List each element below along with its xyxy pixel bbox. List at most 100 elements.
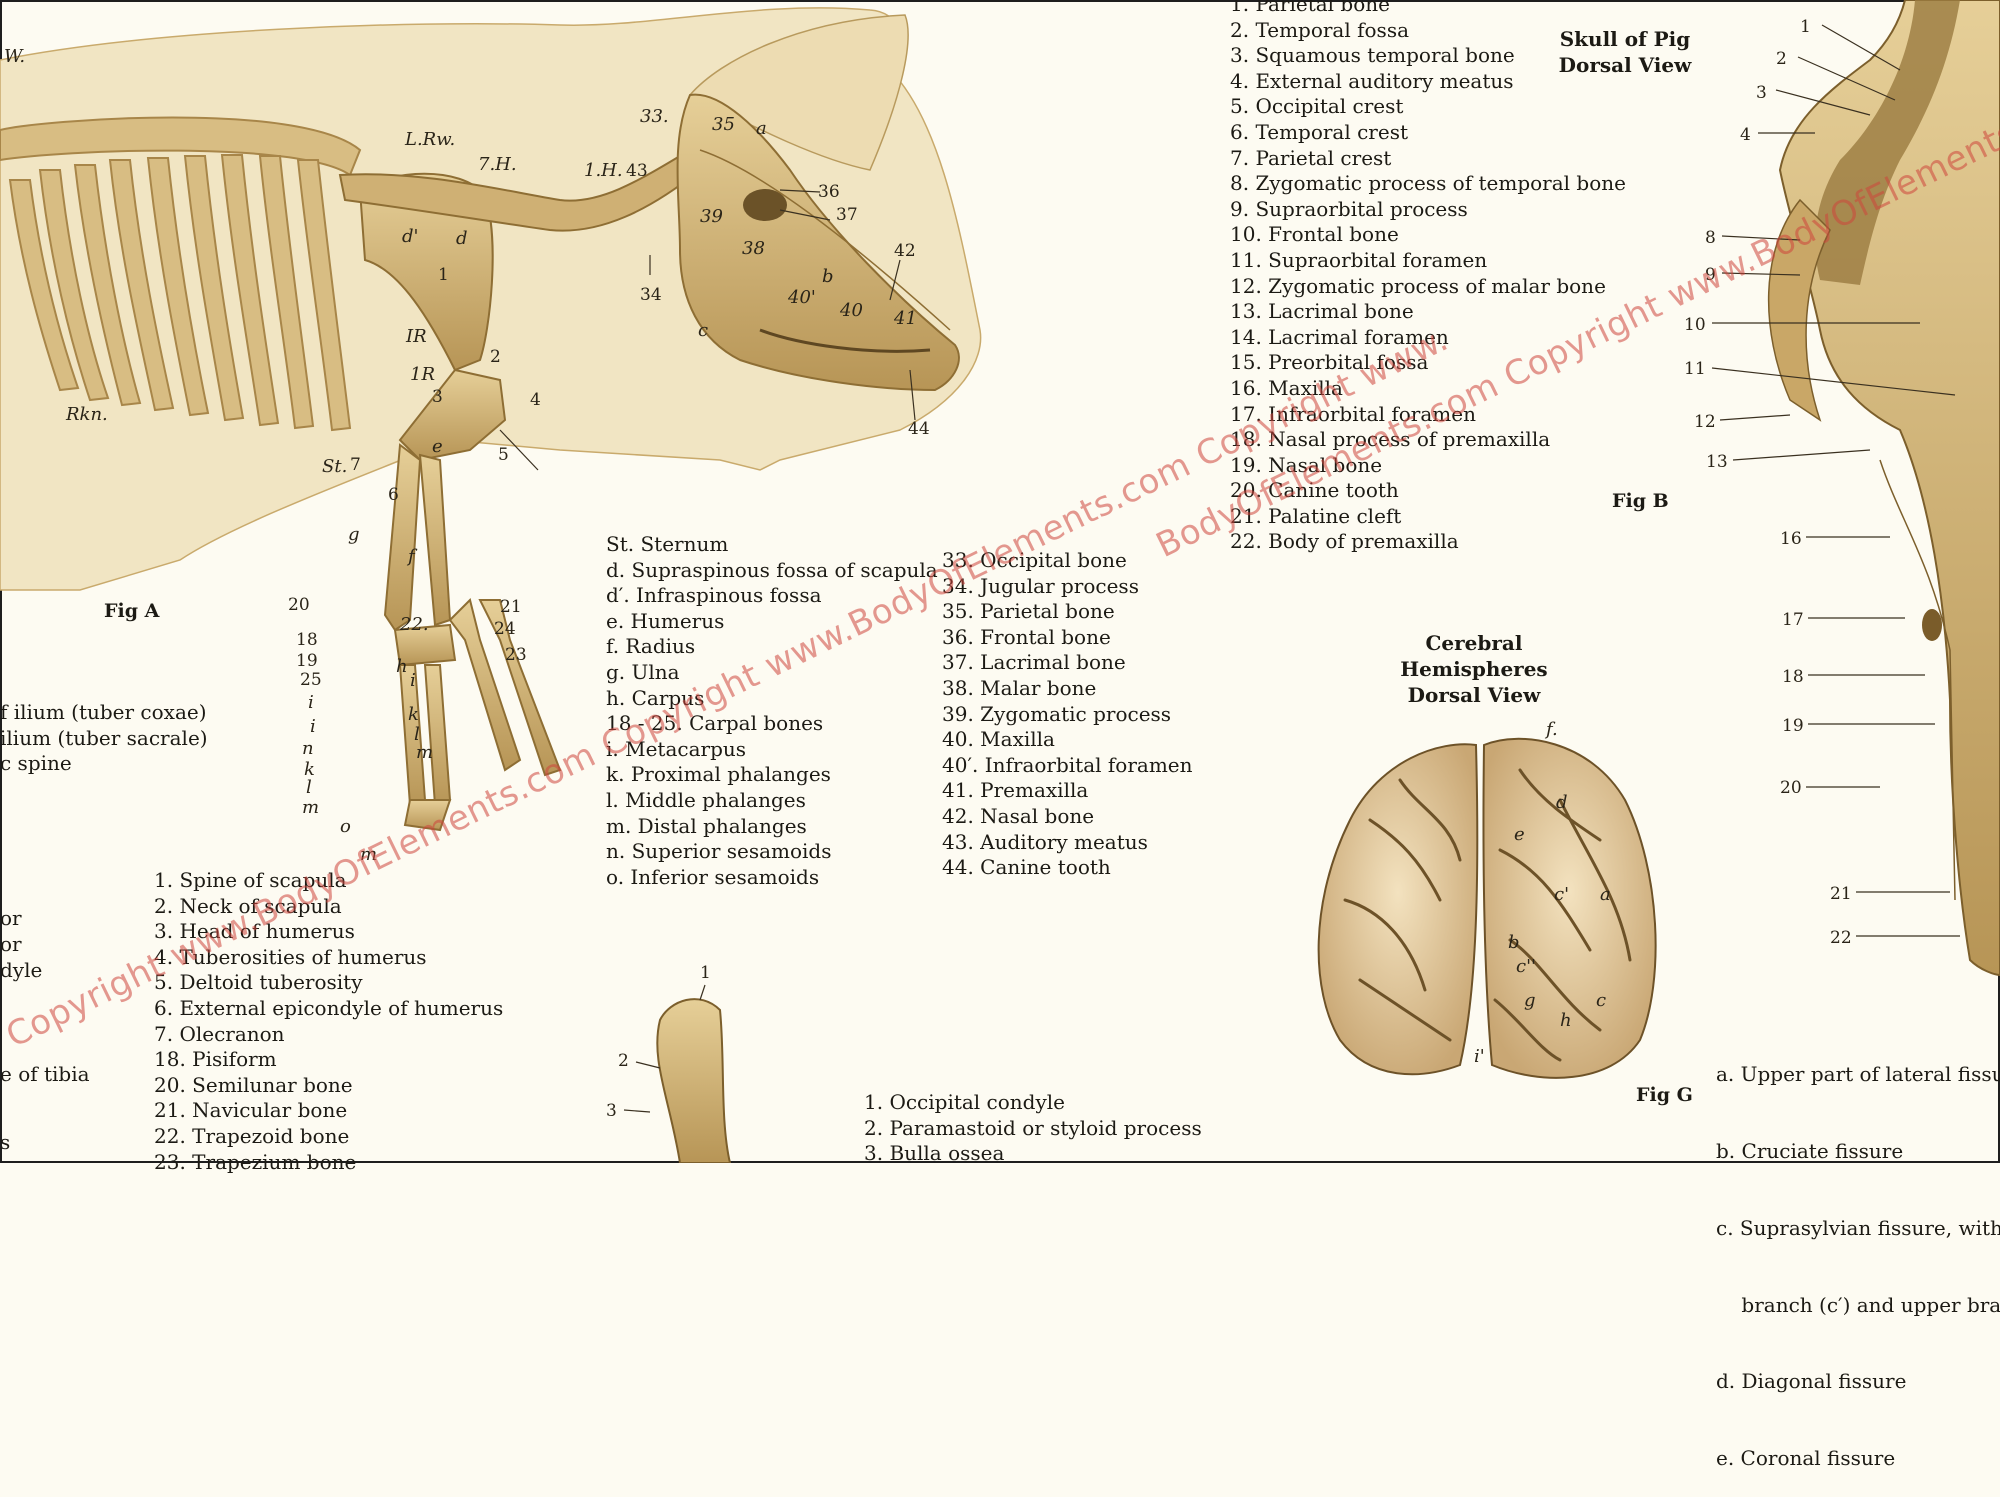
label-40: 40 [839, 300, 863, 321]
list-item: l. Middle phalanges [606, 787, 806, 812]
fig-b-heading: Skull of Pig Dorsal View [1540, 26, 1710, 78]
temporal-fossa [1815, 0, 1960, 285]
list-item: 40. Maxilla [942, 727, 1055, 752]
fig-g-heading: Cerebral Hemispheres Dorsal View [1354, 630, 1594, 708]
bottom-num-2: 2 [618, 1051, 629, 1071]
list-item: 44. Canine tooth [942, 855, 1111, 880]
list-item: 7. Parietal crest [1230, 145, 1392, 170]
list-item: g. Ulna [606, 659, 680, 684]
list-item: d. Supraspinous fossa of scapula [606, 557, 938, 582]
list-item: 15. Preorbital fossa [1230, 350, 1429, 375]
label-e: e [432, 436, 443, 457]
skull-num-16: 16 [1780, 529, 1802, 549]
skull-num-22: 22 [1830, 928, 1852, 948]
label-c: c [698, 320, 708, 341]
fig-g-label: Fig G [1636, 1084, 1693, 1106]
list-item: e. Humerus [606, 608, 725, 633]
label-25: 25 [300, 670, 322, 690]
label-l: l [306, 777, 312, 798]
list-item: 4. External auditory meatus [1230, 68, 1514, 93]
label-rkn: Rkn. [65, 404, 108, 425]
label-42: 42 [894, 241, 916, 261]
fig-a-bone-list-letters: St. Sternum d. Supraspinous fossa of sca… [606, 532, 938, 890]
list-item: b. Cruciate fissure [1716, 1138, 1904, 1163]
brain-label-cp: c' [1554, 884, 1569, 905]
label-7: 7 [350, 455, 361, 475]
list-item: 6. External epicondyle of humerus [154, 995, 504, 1020]
list-item: 37. Lacrimal bone [942, 650, 1126, 675]
left-hemisphere [1317, 743, 1479, 1076]
skull-num-10: 10 [1684, 315, 1706, 335]
fig-a-bone-list-numbers: 1. Spine of scapula 2. Neck of scapula 3… [154, 868, 503, 1175]
label-1: 1 [438, 265, 449, 285]
label-m2: m [360, 844, 377, 865]
list-item: 12. Zygomatic process of malar bone [1230, 273, 1606, 298]
list-item: 39. Zygomatic process [942, 701, 1172, 726]
skull-num-19: 19 [1782, 716, 1804, 736]
skull-suture [1879, 459, 1956, 901]
brain-label-e: e [1514, 824, 1525, 845]
fig-a-label: Fig A [104, 600, 160, 622]
list-item: ilium (tuber sacrale) [0, 725, 208, 750]
label-dp: d' [402, 226, 418, 247]
label-ir: IR [405, 326, 427, 347]
label-36: 36 [818, 182, 840, 202]
list-item: 17. Infraorbital foramen [1230, 401, 1476, 426]
eye-orbit [743, 189, 787, 221]
label-3: 3 [432, 387, 443, 407]
list-item: 1. Spine of scapula [154, 868, 347, 892]
list-item: 18. Nasal process of premaxilla [1230, 427, 1551, 452]
brain-label-a: a [1600, 884, 1611, 905]
skull-num-18: 18 [1782, 667, 1804, 687]
skull-num-21: 21 [1830, 884, 1852, 904]
list-item: 3. Bulla ossea [864, 1141, 1005, 1166]
list-item: 8. Zygomatic process of temporal bone [1230, 171, 1626, 196]
list-item: 21. Palatine cleft [1230, 503, 1402, 528]
list-item: a. Upper part of lateral fissure ( [1716, 1062, 2000, 1087]
list-item: d′. Infraspinous fossa [606, 583, 822, 608]
occipital-bone-fragment [656, 998, 732, 1163]
brain-labels: f. d e c' a b c'' g h c i' [1474, 719, 1611, 1067]
list-item: m. Distal phalanges [606, 813, 807, 838]
label-d: d [456, 228, 468, 249]
list-item: 22. Trapezoid bone [154, 1123, 350, 1148]
fig-a-partial-list-1: f ilium (tuber coxae) ilium (tuber sacra… [0, 700, 208, 777]
list-item: 1. Occipital condyle [864, 1090, 1066, 1114]
label-w: W. [4, 46, 25, 67]
label-i2: i [310, 716, 316, 737]
list-item: c. Suprasylvian fissure, with its a [1716, 1215, 2000, 1240]
brain-label-cpp: c'' [1516, 956, 1536, 977]
brain-label-c: c [1596, 990, 1606, 1011]
label-6: 6 [388, 485, 399, 505]
list-item: 20. Semilunar bone [154, 1072, 353, 1097]
skull-num-3: 3 [1756, 83, 1767, 103]
list-item: 35. Parietal bone [942, 599, 1115, 624]
list-item: 4. Tuberosities of humerus [154, 944, 427, 969]
jaw-teeth [759, 328, 931, 353]
list-item: k. Proximal phalanges [606, 762, 831, 787]
fig-g-heading-line1: Cerebral Hemispheres [1400, 631, 1548, 681]
list-item: 5. Occipital crest [1230, 94, 1404, 119]
list-item: 1. Parietal bone [1230, 0, 1390, 16]
list-item: 18. Pisiform [154, 1047, 277, 1072]
bottom-num-1: 1 [700, 963, 711, 983]
skull-line [699, 149, 951, 331]
label-g: g [348, 524, 360, 545]
label-th: 7.H. [478, 154, 517, 175]
brain-label-f: f. [1544, 719, 1558, 740]
brain-label-g: g [1524, 990, 1536, 1011]
list-item: h. Carpus [606, 685, 705, 710]
label-h: h [396, 656, 408, 677]
scapula [358, 172, 494, 372]
zygomatic-arch [1767, 198, 1831, 422]
fig-b-heading-line2: Dorsal View [1558, 53, 1692, 77]
label-22: 22. [399, 614, 429, 635]
label-41: 41 [893, 308, 917, 329]
brain-label-d: d [1556, 792, 1568, 813]
fig-b-skull-list: 1. Parietal bone 2. Temporal fossa 3. Sq… [1230, 0, 1626, 555]
list-item: 18 - 25. Carpal bones [606, 711, 824, 736]
skull-num-11: 11 [1684, 359, 1706, 379]
list-item: 41. Premaxilla [942, 778, 1089, 803]
label-st: St. [322, 456, 347, 477]
list-item: n. Superior sesamoids [606, 839, 832, 864]
